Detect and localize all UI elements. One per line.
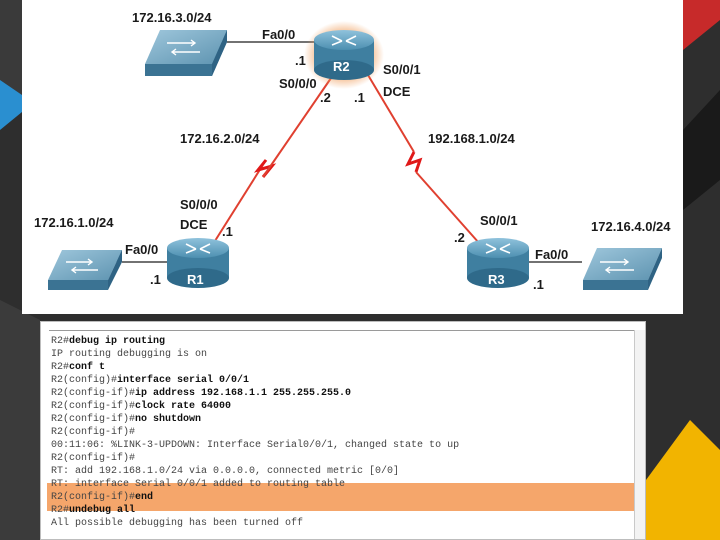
r3-fa00-label: Fa0/0	[535, 247, 569, 262]
r1-s000-label: S0/0/0	[180, 197, 218, 212]
cli-line: R2#conf t	[49, 361, 637, 374]
red-accent-top-right	[683, 0, 720, 50]
cli-command: no shutdown	[135, 414, 202, 425]
cli-line: R2(config-if)#	[49, 426, 637, 439]
cli-prompt: R2#	[51, 362, 70, 373]
scrollbar[interactable]	[634, 330, 645, 539]
cli-output-text: IP routing debugging is on	[51, 349, 208, 360]
r2-name: R2	[333, 59, 350, 74]
cli-command: interface serial 0/0/1	[117, 375, 250, 386]
cli-line: IP routing debugging is on	[49, 348, 637, 361]
r2-s001-host-label: .1	[354, 90, 365, 105]
r1-serial-host-label: .1	[222, 224, 233, 239]
r1-fa00-host-label: .1	[150, 272, 161, 287]
r2-fa00-label: Fa0/0	[262, 27, 296, 42]
r3-s001-label: S0/0/1	[480, 213, 518, 228]
r1-fa00-label: Fa0/0	[125, 242, 159, 257]
router-r3-icon[interactable]	[467, 238, 529, 288]
cli-line: RT: add 192.168.1.0/24 via 0.0.0.0, conn…	[49, 465, 637, 478]
cli-command: debug ip routing	[69, 336, 166, 347]
routing-table-highlight	[47, 483, 640, 511]
link-r1-r2-network-label: 172.16.2.0/24	[180, 131, 260, 146]
r2-dce-label: DCE	[383, 84, 411, 99]
r2-s000-host-label: .2	[320, 90, 331, 105]
r3-name: R3	[488, 272, 505, 287]
serial-link-r2-r3	[361, 64, 488, 253]
cli-output-text: All possible debugging has been turned o…	[51, 518, 304, 529]
cli-line: R2#debug ip routing	[49, 335, 637, 348]
cli-output-text: 00:11:06: %LINK-3-UPDOWN: Interface Seri…	[51, 440, 460, 451]
cli-command: undebug all	[69, 505, 136, 516]
cli-prompt: R2#	[51, 336, 70, 347]
yellow-accent-bottom-right	[646, 420, 720, 540]
cli-line: R2(config-if)#end	[49, 491, 637, 504]
cli-line: R2#undebug all	[49, 504, 637, 517]
r2-fa00-host-label: .1	[295, 53, 306, 68]
cli-line: All possible debugging has been turned o…	[49, 517, 637, 530]
cli-command: ip address 192.168.1.1 255.255.255.0	[135, 388, 352, 399]
cli-line: R2(config-if)#ip address 192.168.1.1 255…	[49, 387, 637, 400]
network-topology-diagram: R2 R1 R3 172.16.3.0/24 172.16.1.0/24 172…	[22, 0, 683, 314]
cli-command: conf t	[69, 362, 106, 373]
cli-prompt: R2(config-if)#	[51, 414, 136, 425]
cli-output-text: RT: add 192.168.1.0/24 via 0.0.0.0, conn…	[51, 466, 400, 477]
link-r2-r3-network-label: 192.168.1.0/24	[428, 131, 515, 146]
router-r1-icon[interactable]	[167, 238, 229, 288]
cli-output-text: RT: interface Serial 0/0/1 added to rout…	[51, 479, 346, 490]
cli-prompt: R2(config-if)#	[51, 492, 136, 503]
r2-s001-label: S0/0/1	[383, 62, 421, 77]
cli-prompt: R2(config-if)#	[51, 401, 136, 412]
cli-prompt: R2(config)#	[51, 375, 118, 386]
cli-line: R2(config-if)#no shutdown	[49, 413, 637, 426]
cli-line: R2(config-if)#clock rate 64000	[49, 400, 637, 413]
switch-top-left-icon[interactable]	[145, 30, 227, 76]
r2-s000-label: S0/0/0	[279, 76, 317, 91]
cli-prompt: R2(config-if)#	[51, 388, 136, 399]
cli-line: R2(config-if)#	[49, 452, 637, 465]
cli-line: 00:11:06: %LINK-3-UPDOWN: Interface Seri…	[49, 439, 637, 452]
cli-line: R2(config)#interface serial 0/0/1	[49, 374, 637, 387]
cli-line: RT: interface Serial 0/0/1 added to rout…	[49, 478, 637, 491]
network-right-label: 172.16.4.0/24	[591, 219, 671, 234]
switch-left-icon[interactable]	[48, 250, 122, 290]
cli-prompt: R2(config-if)#	[51, 453, 136, 464]
cli-command: end	[135, 492, 154, 503]
router-r2-icon[interactable]	[304, 21, 384, 89]
cli-prompt: R2#	[51, 505, 70, 516]
blue-accent-left	[0, 80, 22, 130]
r3-fa00-host-label: .1	[533, 277, 544, 292]
network-top-left-label: 172.16.3.0/24	[132, 10, 212, 25]
network-left-label: 172.16.1.0/24	[34, 215, 114, 230]
cli-command: clock rate 64000	[135, 401, 232, 412]
cli-prompt: R2(config-if)#	[51, 427, 136, 438]
switch-right-icon[interactable]	[583, 248, 662, 290]
r3-serial-host-label: .2	[454, 230, 465, 245]
topology-graphics	[48, 21, 662, 290]
r1-dce-label: DCE	[180, 217, 208, 232]
r1-name: R1	[187, 272, 204, 287]
